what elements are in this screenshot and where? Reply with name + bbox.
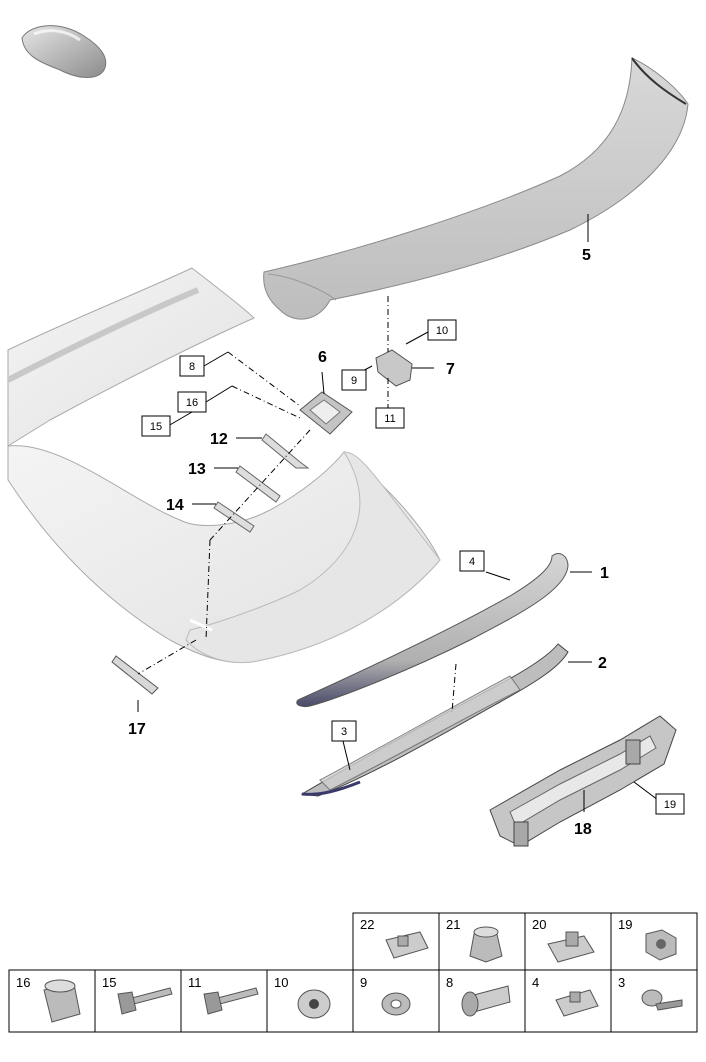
fastener-21-label: 21 bbox=[446, 917, 460, 932]
callout-14: 14 bbox=[166, 497, 184, 514]
fastener-8-label: 8 bbox=[446, 975, 453, 990]
callout-18: 18 bbox=[574, 821, 592, 838]
bolt-icon-11 bbox=[203, 987, 259, 1015]
fastener-table-top-row: 22 21 20 19 bbox=[352, 912, 698, 971]
trim-carrier bbox=[300, 643, 569, 797]
fastener-11-label: 11 bbox=[188, 975, 202, 990]
plastic-rivet-icon bbox=[297, 989, 331, 1019]
bolt-icon-15 bbox=[117, 987, 173, 1015]
callout-1: 1 bbox=[600, 565, 609, 582]
rear-spoiler-wing bbox=[263, 57, 689, 320]
cage-nut-icon bbox=[547, 931, 595, 963]
callout-6: 6 bbox=[318, 349, 327, 366]
fastener-4-label: 4 bbox=[532, 975, 539, 990]
fastener-19-label: 19 bbox=[618, 917, 632, 932]
screw-icon bbox=[641, 989, 683, 1011]
callout-4: 4 bbox=[469, 556, 475, 568]
washer-icon bbox=[381, 992, 411, 1016]
fastener-20-label: 20 bbox=[532, 917, 546, 932]
callout-13: 13 bbox=[188, 461, 206, 478]
callout-7: 7 bbox=[446, 361, 455, 378]
mounting-frame bbox=[489, 715, 677, 847]
callout-12: 12 bbox=[210, 431, 228, 448]
fastener-9-label: 9 bbox=[360, 975, 367, 990]
flange-nut-icon bbox=[645, 929, 677, 961]
callout-10: 10 bbox=[436, 325, 448, 337]
callout-9: 9 bbox=[351, 375, 357, 387]
seal-17 bbox=[111, 655, 159, 695]
callout-15: 15 bbox=[150, 421, 162, 433]
threaded-insert-icon bbox=[43, 979, 81, 1023]
spoiler-bracket bbox=[299, 391, 353, 435]
spoiler-mount bbox=[375, 349, 413, 387]
spring-clip-icon bbox=[385, 931, 429, 959]
fastener-10-label: 10 bbox=[274, 975, 288, 990]
trim-strip bbox=[296, 553, 569, 707]
expansion-nut-icon bbox=[469, 926, 503, 963]
car-thumbnail bbox=[21, 25, 107, 78]
callout-16: 16 bbox=[186, 397, 198, 409]
rear-hatch-frame bbox=[6, 267, 441, 664]
callout-17: 17 bbox=[128, 721, 146, 738]
fastener-3-label: 3 bbox=[618, 975, 625, 990]
spreader-rivet-icon bbox=[461, 985, 511, 1017]
fastener-16-label: 16 bbox=[16, 975, 30, 990]
seal-13 bbox=[235, 465, 281, 503]
callout-2: 2 bbox=[598, 655, 607, 672]
seal-14 bbox=[213, 501, 255, 533]
callout-5: 5 bbox=[582, 247, 591, 264]
fastener-table-bottom-row: 16 15 11 10 9 8 4 3 bbox=[8, 969, 698, 1033]
callout-3: 3 bbox=[341, 726, 347, 738]
spring-clip-icon-small bbox=[555, 989, 599, 1017]
callout-11: 11 bbox=[384, 413, 395, 425]
seal-12 bbox=[261, 433, 310, 469]
fastener-22-label: 22 bbox=[360, 917, 374, 932]
callout-8: 8 bbox=[189, 361, 195, 373]
fastener-15-label: 15 bbox=[102, 975, 116, 990]
callout-19: 19 bbox=[664, 799, 676, 811]
